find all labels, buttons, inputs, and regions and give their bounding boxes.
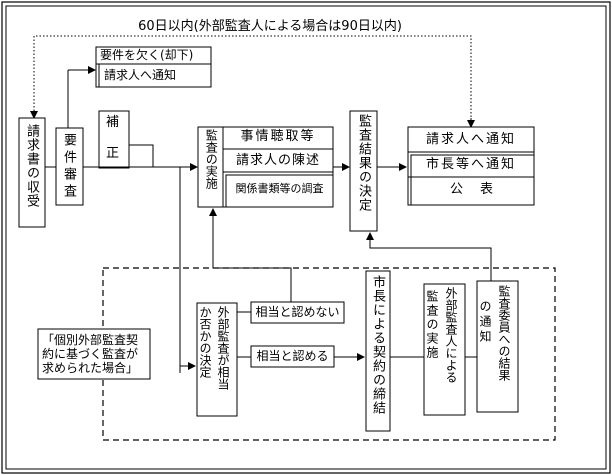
external-audit-col-1: 監査の実施 (425, 290, 439, 360)
deadline-dotted-line (33, 35, 472, 127)
rejection-label-1: 要件を欠く(却下) (100, 48, 194, 62)
result-notify-col-1: の通知 (478, 300, 492, 345)
notify-item-2: 市長等へ通知 (425, 157, 516, 172)
receipt-box (18, 117, 46, 228)
notify-item-3: 公 表 (449, 182, 495, 197)
audit-decision-box (349, 110, 378, 232)
correction-label-1: 補 (106, 115, 120, 130)
audit-decision-label: 監査結果の決定 (356, 114, 371, 212)
notify-item-1: 請求人へ通知 (425, 132, 516, 147)
not-appropriate-label: 相当と認めない (255, 305, 340, 319)
correction-box (98, 110, 130, 169)
external-audit-col-2: 外部監査人による (444, 287, 458, 383)
audit-impl-label: 監査の実施 (204, 129, 219, 189)
inner-frame (5, 5, 607, 470)
receipt-label: 請求書の収受 (24, 124, 39, 208)
case-note-box (37, 328, 151, 380)
audit-impl-label-box (197, 126, 224, 208)
result-notify-box (476, 280, 519, 413)
appropriateness-box (196, 302, 238, 417)
contract-label: 市長による契約の締結 (370, 275, 385, 415)
rejection-box (95, 46, 212, 88)
appropriateness-col-1: か否かの決定 (198, 306, 212, 378)
notify-box (407, 126, 535, 206)
rejection-label-2: 請求人へ通知 (104, 68, 177, 82)
external-audit-box (423, 283, 466, 416)
audit-item-2: 請求人の陳述 (235, 153, 320, 168)
contract-box (365, 270, 391, 432)
case-note: 「個別外部監査契約に基づく監査が求められた場合」 (42, 333, 139, 375)
result-notify-col-2: 監査委員への結果 (497, 285, 511, 381)
audit-item-1: 事情聴取等 (240, 129, 316, 144)
appropriateness-col-2: 外部監査が相当 (216, 306, 230, 390)
correction-label-2: 正 (106, 146, 120, 161)
appropriate-label: 相当と認める (256, 349, 329, 363)
deadline-note: 60日以内(外部監査人による場合は90日以内) (138, 19, 402, 34)
requirement-review-label: 要件審査 (61, 133, 76, 201)
audit-impl-items-box (222, 126, 334, 208)
audit-item-3: 関係書類等の調査 (235, 182, 324, 195)
